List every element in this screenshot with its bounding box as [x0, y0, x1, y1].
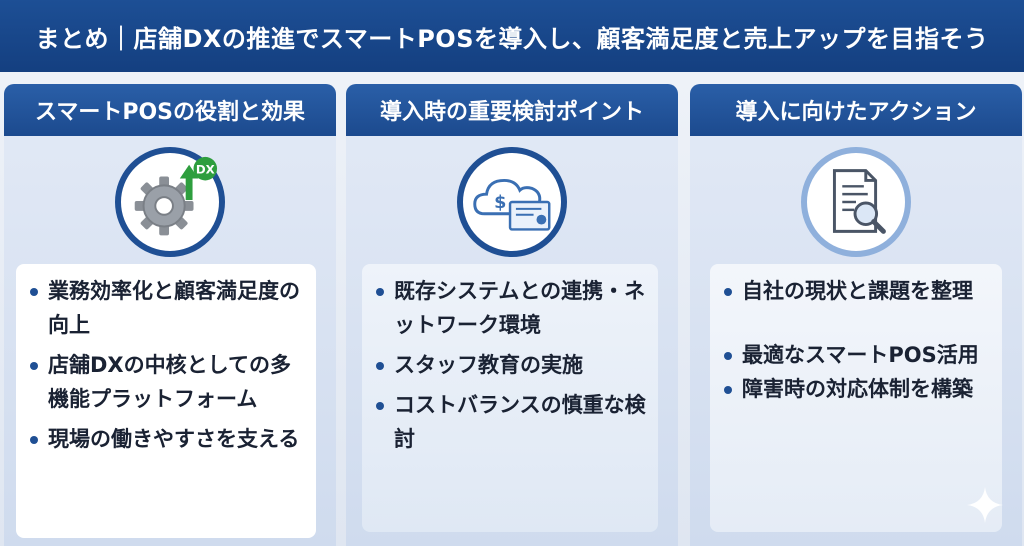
document-magnifier-icon — [801, 147, 911, 257]
list-item: 現場の働きやすさを支える — [28, 422, 308, 456]
list-item: 最適なスマートPOS活用 — [722, 338, 994, 372]
cloud-certificate-icon: $ — [457, 147, 567, 257]
gear-dx-icon: DX — [115, 147, 225, 257]
column-actions: 導入に向けたアクション 自社の現状と課題を整理 最適なスマートPOS活用 障害時… — [690, 84, 1022, 546]
column-title: 導入に向けたアクション — [690, 84, 1022, 136]
column-role-effect: スマートPOSの役割と効果 — [4, 84, 336, 546]
list-item: コストバランスの慎重な検討 — [374, 388, 650, 456]
column-key-points: 導入時の重要検討ポイント $ 既存システムとの連携・ネットワーク環境 スタッフ教… — [346, 84, 678, 546]
svg-text:$: $ — [494, 193, 506, 213]
sparkle-icon — [967, 487, 1003, 523]
dx-badge: DX — [196, 163, 215, 177]
list-item: 既存システムとの連携・ネットワーク環境 — [374, 274, 650, 342]
bullet-card: 業務効率化と顧客満足度の向上 店舗DXの中核としての多機能プラットフォーム 現場… — [16, 264, 316, 538]
bullet-card: 自社の現状と課題を整理 最適なスマートPOS活用 障害時の対応体制を構築 — [710, 264, 1002, 532]
list-item: 業務効率化と顧客満足度の向上 — [28, 274, 308, 342]
list-item: 障害時の対応体制を構築 — [722, 372, 994, 406]
list-item: 自社の現状と課題を整理 — [722, 274, 994, 308]
column-title: 導入時の重要検討ポイント — [346, 84, 678, 136]
page-header: まとめ｜店舗DXの推進でスマートPOSを導入し、顧客満足度と売上アップを目指そう — [0, 0, 1024, 72]
list-item: 店舗DXの中核としての多機能プラットフォーム — [28, 348, 308, 416]
list-item: スタッフ教育の実施 — [374, 348, 650, 382]
bullet-card: 既存システムとの連携・ネットワーク環境 スタッフ教育の実施 コストバランスの慎重… — [362, 264, 658, 532]
column-title: スマートPOSの役割と効果 — [4, 84, 336, 136]
page-title: まとめ｜店舗DXの推進でスマートPOSを導入し、顧客満足度と売上アップを目指そう — [35, 24, 989, 53]
